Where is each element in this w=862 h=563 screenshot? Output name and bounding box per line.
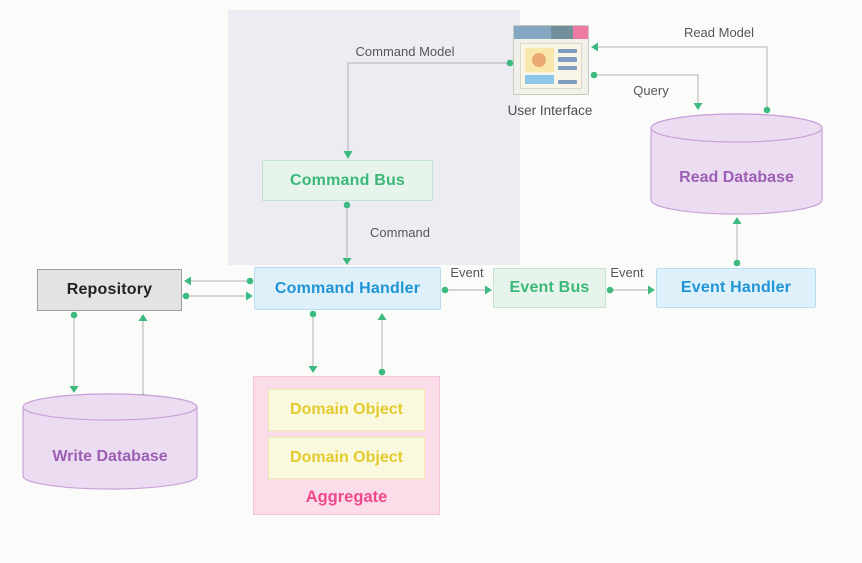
- wire-query: [590, 71, 703, 110]
- image-placeholder-icon: [525, 48, 554, 73]
- domain-object-label: Domain Object: [290, 401, 403, 418]
- command-bus-label: Command Bus: [289, 171, 406, 189]
- browser-content: [520, 43, 582, 89]
- browser-header-segment: [551, 26, 573, 39]
- node-event-bus: Event Bus: [493, 268, 606, 308]
- browser-window-icon: [513, 25, 589, 95]
- wire-eventhandler-readdb: [732, 217, 742, 267]
- edge-label-read-model: Read Model: [683, 25, 755, 40]
- browser-header-segment: [573, 26, 588, 39]
- text-line-icon: [558, 57, 577, 62]
- wire-event-to-handler: [606, 285, 655, 295]
- database-cylinder-icon: [650, 113, 823, 215]
- wire-event-to-bus: [441, 285, 492, 295]
- node-write-database: Write Database: [22, 393, 198, 490]
- text-line-icon: [558, 79, 577, 84]
- write-database-label: Write Database: [52, 448, 168, 465]
- domain-object-label: Domain Object: [290, 449, 403, 466]
- wire-command-model: [343, 59, 514, 159]
- browser-header-bar: [514, 26, 588, 39]
- node-command-bus: Command Bus: [262, 160, 433, 201]
- wire-repository-to-handler: [182, 291, 253, 301]
- edge-label-command-model: Command Model: [355, 44, 455, 59]
- browser-header-segment: [514, 26, 551, 39]
- edge-label-query: Query: [633, 83, 669, 98]
- event-handler-label: Event Handler: [680, 279, 792, 296]
- edge-label-event-2: Event: [610, 265, 644, 280]
- node-domain-object: Domain Object: [268, 437, 425, 479]
- user-interface-label: User Interface: [507, 103, 593, 118]
- database-cylinder-icon: [22, 393, 198, 490]
- node-aggregate: Domain Object Domain Object Aggregate: [253, 376, 440, 515]
- text-line-icon: [558, 49, 577, 54]
- wire-repository-to-writedb: [69, 311, 79, 393]
- wire-command: [342, 201, 352, 265]
- event-bus-label: Event Bus: [509, 279, 590, 296]
- background-panel: [228, 10, 520, 265]
- repository-label: Repository: [66, 281, 153, 298]
- command-handler-label: Command Handler: [274, 279, 421, 297]
- node-read-database: Read Database: [650, 113, 823, 215]
- wire-writedb-to-repository: [138, 314, 148, 401]
- edge-label-command: Command: [370, 225, 430, 240]
- wire-aggregate-to-handler: [377, 313, 387, 376]
- wire-handler-to-repository: [184, 276, 254, 286]
- wire-read-model: [591, 42, 771, 114]
- banner-placeholder-icon: [525, 75, 554, 84]
- node-event-handler: Event Handler: [656, 268, 816, 308]
- node-command-handler: Command Handler: [254, 267, 441, 310]
- aggregate-label: Aggregate: [305, 488, 388, 506]
- browser-content-right: [558, 48, 577, 84]
- wire-handler-to-aggregate: [308, 310, 318, 373]
- node-domain-object: Domain Object: [268, 389, 425, 431]
- node-repository: Repository: [37, 269, 182, 311]
- read-database-label: Read Database: [679, 169, 794, 186]
- edge-label-event-1: Event: [450, 265, 484, 280]
- text-line-icon: [558, 65, 577, 70]
- browser-content-left: [525, 48, 554, 84]
